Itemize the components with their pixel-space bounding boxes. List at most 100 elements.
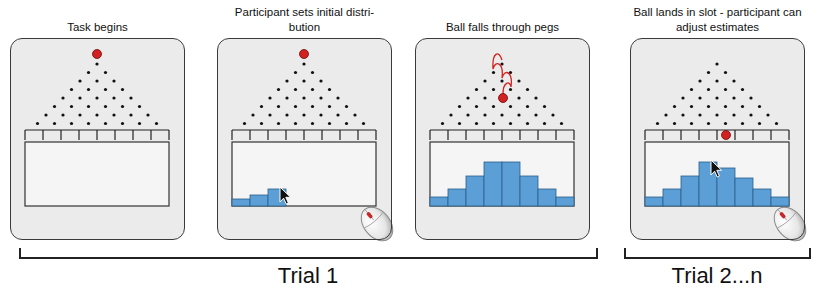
slot-divider (78, 130, 79, 140)
peg (268, 113, 271, 116)
peg (500, 113, 503, 116)
peg-array (243, 62, 365, 125)
peg (749, 96, 752, 99)
peg (526, 88, 529, 91)
peg (138, 122, 141, 125)
slot-divider (644, 130, 645, 140)
peg (70, 88, 73, 91)
mouse-wheel (366, 211, 373, 219)
slot-divider (303, 130, 304, 140)
slot-divider (752, 130, 753, 140)
peg (715, 79, 718, 82)
histogram-bar (645, 197, 663, 206)
peg (741, 122, 744, 125)
peg (732, 79, 735, 82)
peg (78, 113, 81, 116)
peg (517, 79, 520, 82)
peg (509, 88, 512, 91)
peg (466, 113, 469, 116)
histogram-bar (466, 176, 484, 206)
peg (483, 113, 486, 116)
peg (707, 71, 710, 74)
slot-divider (96, 130, 97, 140)
trial-label: Trial 1 (278, 263, 338, 289)
histogram-box (232, 142, 376, 206)
histogram-box (645, 142, 789, 206)
peg (70, 105, 73, 108)
peg (78, 79, 81, 82)
slot-divider (168, 130, 169, 140)
peg (698, 96, 701, 99)
peg (294, 122, 297, 125)
slot-divider (285, 130, 286, 140)
slot-divider (249, 130, 250, 140)
peg-array (656, 62, 778, 125)
peg (492, 88, 495, 91)
peg (294, 105, 297, 108)
galton-board (218, 39, 399, 247)
peg (268, 96, 271, 99)
galton-board (631, 39, 812, 247)
peg (345, 122, 348, 125)
mouse-cursor (280, 187, 291, 204)
mouse-cursor (711, 160, 722, 177)
task-panel: Ball falls through pegs (415, 38, 590, 240)
peg (698, 113, 701, 116)
histogram-bar (250, 195, 268, 206)
peg (328, 105, 331, 108)
peg (707, 88, 710, 91)
peg (302, 96, 305, 99)
peg (112, 96, 115, 99)
peg (458, 122, 461, 125)
slot-divider (555, 130, 556, 140)
peg (458, 105, 461, 108)
peg (146, 113, 149, 116)
peg (121, 105, 124, 108)
mouse-body (768, 201, 812, 247)
peg (724, 71, 727, 74)
histogram-box (25, 142, 169, 206)
trial-bracket (625, 248, 810, 258)
peg (95, 113, 98, 116)
peg (328, 122, 331, 125)
peg (758, 105, 761, 108)
peg (741, 88, 744, 91)
peg (732, 96, 735, 99)
peg (243, 122, 246, 125)
panel-heading: Task begins (11, 20, 184, 34)
slot-divider (662, 130, 663, 140)
peg (698, 79, 701, 82)
peg (311, 122, 314, 125)
trial-bracket (20, 248, 597, 258)
peg (707, 105, 710, 108)
peg (673, 122, 676, 125)
histogram-box (430, 142, 574, 206)
slot-divider (573, 130, 574, 140)
histogram-bar (538, 189, 556, 206)
peg (673, 105, 676, 108)
slot-divider (483, 130, 484, 140)
peg (87, 122, 90, 125)
peg (492, 71, 495, 74)
peg (104, 122, 107, 125)
peg (277, 105, 280, 108)
slot-divider (519, 130, 520, 140)
slot-divider (447, 130, 448, 140)
histogram-bar (502, 162, 520, 206)
panel-heading: Ball falls through pegs (416, 20, 589, 34)
peg (560, 122, 563, 125)
slot-divider (716, 130, 717, 140)
peg (500, 79, 503, 82)
slot-divider (537, 130, 538, 140)
peg (741, 105, 744, 108)
peg (475, 88, 478, 91)
peg (534, 96, 537, 99)
peg (775, 122, 778, 125)
peg (707, 122, 710, 125)
peg (251, 113, 254, 116)
peg (724, 105, 727, 108)
peg (302, 62, 305, 65)
histogram-bar (771, 197, 789, 206)
